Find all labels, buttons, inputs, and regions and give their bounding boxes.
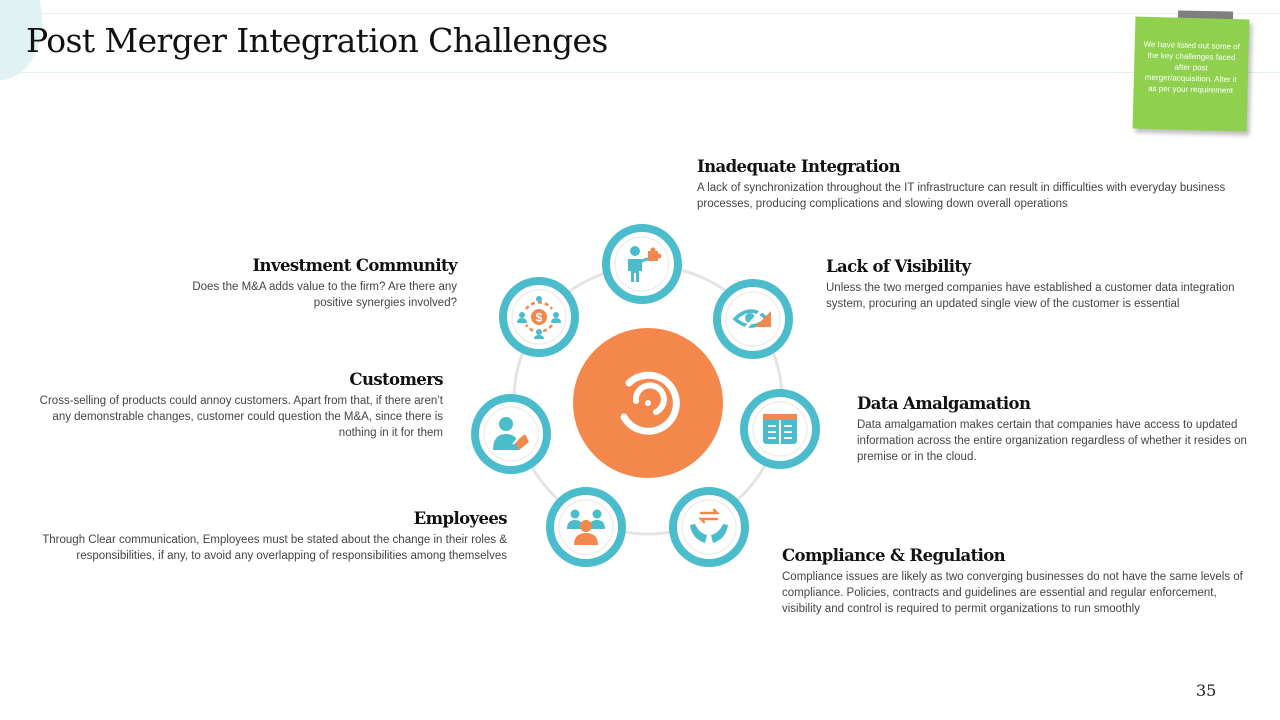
challenge-inadequate-integration: Inadequate Integration A lack of synchro… <box>697 156 1242 212</box>
challenge-customers: Customers Cross-selling of products coul… <box>30 369 444 441</box>
challenge-description: Data amalgamation makes certain that com… <box>857 419 1247 463</box>
title-rule <box>0 72 1280 73</box>
challenge-heading: Investment Community <box>252 256 457 275</box>
challenge-lack-of-visibility: Lack of Visibility Unless the two merged… <box>826 256 1236 312</box>
challenge-compliance-regulation: Compliance & Regulation Compliance issue… <box>782 545 1248 617</box>
team-icon <box>567 509 605 545</box>
challenge-heading: Data Amalgamation <box>857 394 1031 413</box>
target-ring-icon <box>620 371 680 435</box>
challenge-heading: Inadequate Integration <box>697 157 901 176</box>
challenge-employees: Employees Through Clear communication, E… <box>40 508 507 564</box>
challenge-description: Compliance issues are likely as two conv… <box>782 571 1243 615</box>
svg-text:$: $ <box>536 311 543 325</box>
challenge-investment-community: Investment Community Does the M&A adds v… <box>160 255 457 311</box>
challenge-heading: Compliance & Regulation <box>782 546 1006 565</box>
investor-network-icon: $ <box>517 296 561 339</box>
eye-slash-icon <box>732 305 771 333</box>
page-number: 35 <box>1196 681 1217 700</box>
top-rule <box>0 13 1280 14</box>
challenge-description: Cross-selling of products could annoy cu… <box>39 395 443 439</box>
node-compliance-regulation <box>669 487 749 567</box>
puzzle-person-icon <box>628 246 662 282</box>
challenge-heading: Lack of Visibility <box>826 257 971 276</box>
challenge-heading: Employees <box>413 509 508 528</box>
challenge-description: Does the M&A adds value to the firm? Are… <box>192 281 457 309</box>
challenge-data-amalgamation: Data Amalgamation Data amalgamation make… <box>857 393 1247 465</box>
challenge-heading: Customers <box>349 370 443 389</box>
challenge-description: A lack of synchronization throughout the… <box>697 182 1226 210</box>
customer-icon <box>493 417 529 450</box>
challenge-description: Through Clear communication, Employees m… <box>42 534 507 562</box>
page-title: Post Merger Integration Challenges <box>26 21 608 60</box>
hands-exchange-icon <box>690 508 728 543</box>
challenge-description: Unless the two merged companies have est… <box>826 282 1235 310</box>
data-panels-icon <box>763 414 797 444</box>
